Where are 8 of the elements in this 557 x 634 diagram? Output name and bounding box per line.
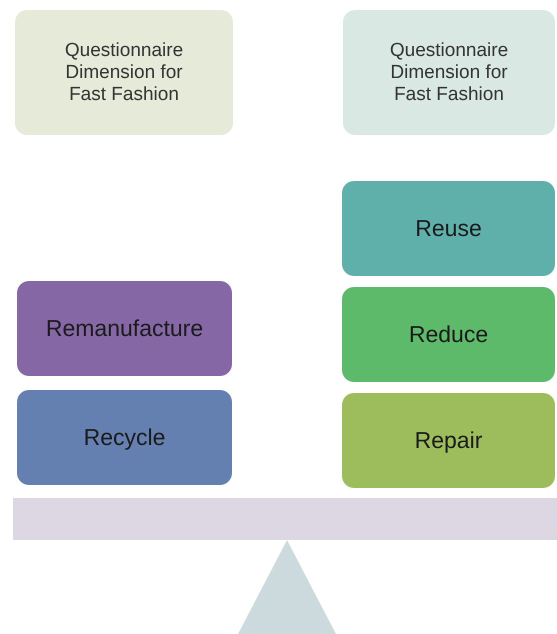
category-box: Remanufacture [17,281,232,376]
category-box: Recycle [17,390,232,485]
category-box: Repair [342,393,555,488]
category-box: Reduce [342,287,555,382]
header-box: Questionnaire Dimension for Fast Fashion [15,10,233,135]
header-box: Questionnaire Dimension for Fast Fashion [343,10,555,135]
balance-beam [13,498,557,540]
category-box: Reuse [342,181,555,276]
